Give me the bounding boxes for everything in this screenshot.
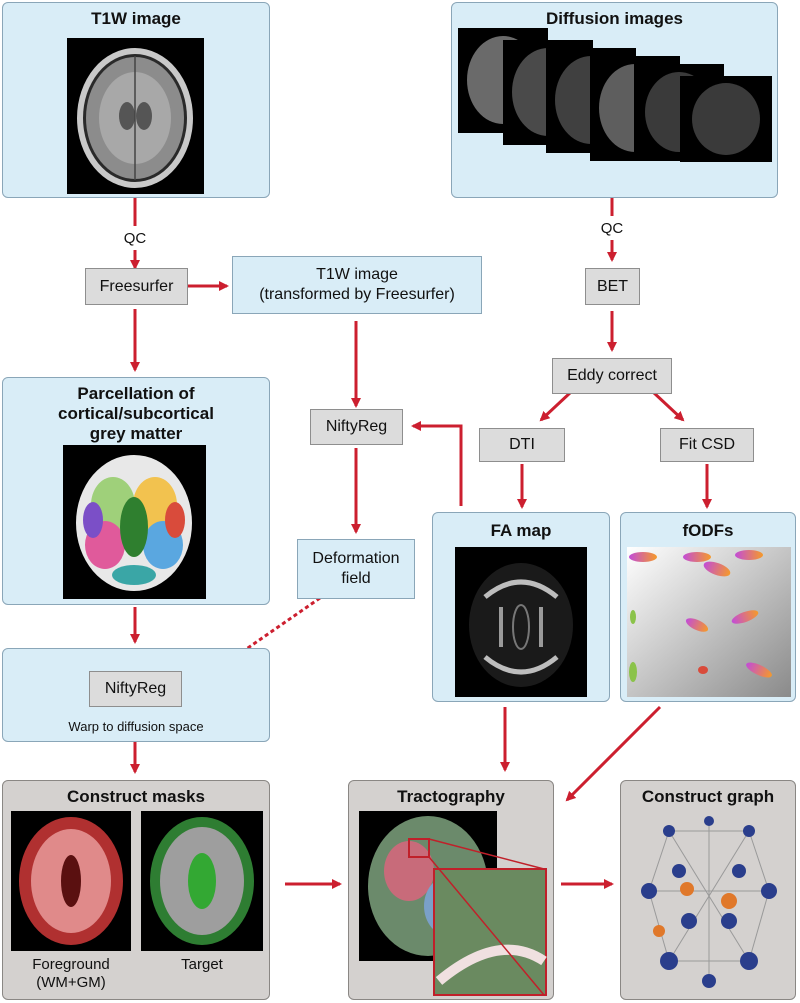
arrow-eddy-fitcsd [651,390,685,422]
t1w-brain-image [67,38,204,194]
qc-label-left: QC [123,230,147,247]
eddy-correct-box: Eddy correct [552,358,672,394]
qc-label-right: QC [600,220,624,237]
deformation-field-box: Deformation field [297,539,415,599]
fa-map-panel: FA map [432,512,610,702]
fa-map-image [455,547,587,697]
t1w-transformed-line2: (transformed by Freesurfer) [259,286,455,303]
t1w-panel: T1W image [2,2,270,198]
construct-masks-title: Construct masks [67,787,205,806]
arrow-fa-niftyreg [411,421,463,506]
t1w-transformed-box: T1W image (transformed by Freesurfer) [232,256,482,314]
deformation-line1: Deformation [312,550,400,567]
foreground-label-line1: Foreground [32,956,110,973]
tractography-panel: Tractography [348,780,554,1000]
fodfs-title: fODFs [682,521,734,540]
niftyreg-top-box: NiftyReg [310,409,403,445]
construct-masks-panel: Construct masks Foreground (WM+GM) Targe… [2,780,270,1000]
warp-caption: Warp to diffusion space [68,719,204,734]
tractography-image [359,811,547,996]
fodfs-image [627,547,791,697]
fa-map-title: FA map [490,521,552,540]
diffusion-image-stack [458,28,772,162]
t1w-transformed-line1: T1W image [316,266,398,283]
diffusion-panel: Diffusion images [451,2,778,198]
t1w-title: T1W image [91,9,181,28]
parcellation-title-line2: cortical/subcortical [58,404,214,423]
diffusion-title: Diffusion images [546,9,683,28]
tractography-title: Tractography [397,787,505,806]
parcellation-title-line1: Parcellation of [77,384,195,403]
dti-box: DTI [479,428,565,462]
construct-graph-panel: Construct graph [620,780,796,1000]
arrow-fodfs-tractography [565,705,662,802]
fitcsd-box: Fit CSD [660,428,754,462]
construct-graph-title: Construct graph [641,787,775,806]
arrow-deformation-warp [188,596,321,690]
parcellation-title: Parcellation of cortical/subcortical gre… [3,384,269,444]
foreground-label-line2: (WM+GM) [36,974,106,991]
arrow-eddy-dti [539,390,573,422]
parcellation-brain-image [63,445,206,599]
bet-box: BET [585,268,640,305]
parcellation-panel: Parcellation of cortical/subcortical gre… [2,377,270,605]
foreground-label: Foreground (WM+GM) [11,956,131,992]
brain-graph-image [641,816,777,988]
freesurfer-box: Freesurfer [85,268,188,305]
niftyreg-warp-box: NiftyReg [89,671,182,707]
target-label: Target [181,956,223,973]
target-mask-image [141,811,263,951]
parcellation-title-line3: grey matter [89,424,183,443]
deformation-line2: field [341,570,371,587]
fodfs-panel: fODFs [620,512,796,702]
foreground-mask-image [11,811,131,951]
warp-panel: NiftyReg Warp to diffusion space [2,648,270,742]
